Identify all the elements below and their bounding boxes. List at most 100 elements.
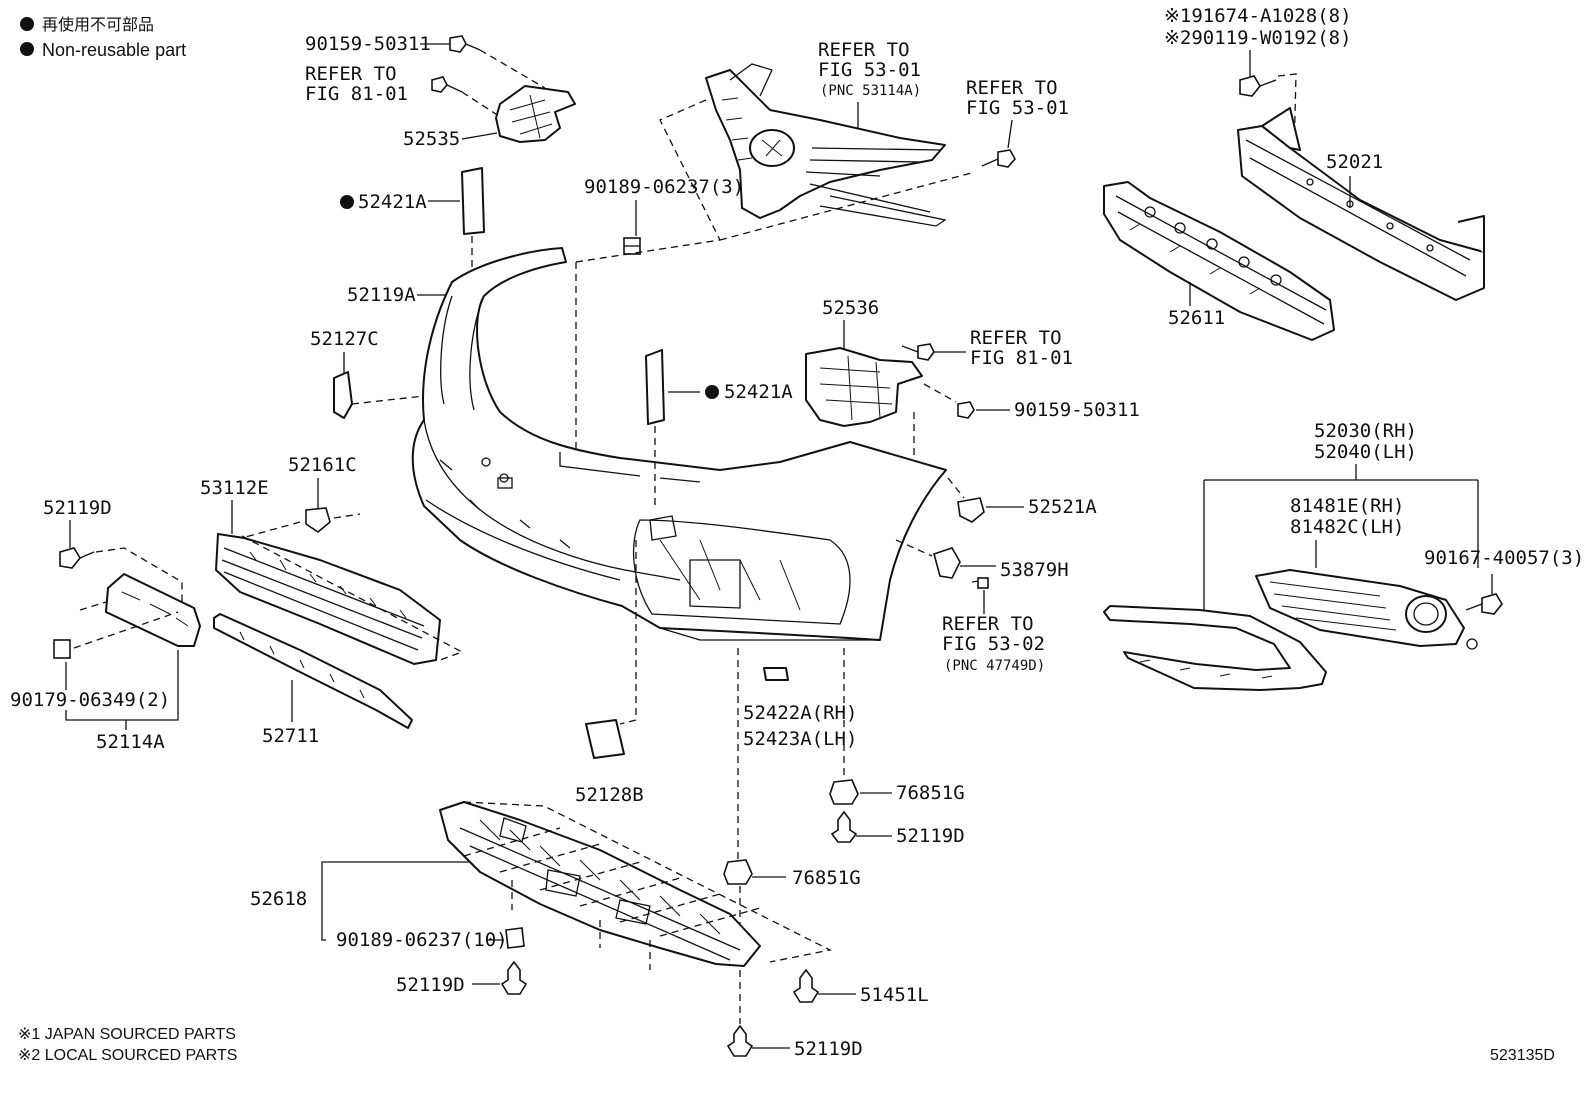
- label-52030-rh[interactable]: 52030(RH): [1314, 420, 1417, 442]
- reinforcement-52021-icon: [1237, 107, 1485, 301]
- label-refer-81-01-a: REFER TO: [305, 63, 397, 85]
- label-81481e-rh[interactable]: 81481E(RH): [1290, 495, 1404, 517]
- label-52422a-rh[interactable]: 52422A(RH): [743, 702, 857, 724]
- label-52711[interactable]: 52711: [262, 725, 319, 747]
- label-fig-53-01-a: FIG 53-01: [818, 59, 921, 81]
- label-90189-06237-10[interactable]: 90189-06237(10): [336, 929, 508, 951]
- group-center: 52421A 52128B: [575, 349, 793, 806]
- label-refer-53-01-b: REFER TO: [966, 77, 1058, 99]
- label-90159-50311-right[interactable]: 90159-50311: [1014, 399, 1140, 421]
- label-76851g-center[interactable]: 76851G: [792, 867, 861, 889]
- clip-52521a-icon: [957, 497, 985, 523]
- label-52521a[interactable]: 52521A: [1028, 496, 1097, 518]
- spacer-52421a-icon: [645, 349, 665, 425]
- fog-cover-81481e-icon: [1255, 569, 1478, 650]
- label-290119-w0192[interactable]: ※290119-W0192(8): [1164, 27, 1352, 49]
- label-52119d-bottom[interactable]: 52119D: [794, 1038, 863, 1060]
- nut-clip-icon: [623, 237, 641, 255]
- label-52618[interactable]: 52618: [250, 888, 307, 910]
- group-center-lower: 52422A(RH) 52423A(LH) 76851G 52119D 7685…: [723, 648, 965, 1060]
- label-52423a-lh[interactable]: 52423A(LH): [743, 728, 857, 750]
- footnote-local: ※2 LOCAL SOURCED PARTS: [18, 1047, 237, 1064]
- label-52021[interactable]: 52021: [1326, 151, 1383, 173]
- clip-76851g-icon: [723, 859, 753, 885]
- bracket-52535-icon: [495, 85, 576, 143]
- label-191674-a1028[interactable]: ※191674-A1028(8): [1164, 5, 1352, 27]
- group-grille: REFER TO FIG 53-01 (PNC 53114A) REFER TO…: [575, 39, 1069, 460]
- screw-52119d-icon: [726, 1024, 754, 1057]
- label-52421a-center[interactable]: 52421A: [724, 381, 793, 403]
- plate-52114a-icon: [105, 573, 201, 647]
- retainer-53879h-icon: [933, 547, 989, 589]
- group-52535: 90159-50311 REFER TO FIG 81-01 52535: [305, 33, 576, 150]
- label-refer-81-01-b: REFER TO: [970, 327, 1062, 349]
- label-52119a[interactable]: 52119A: [347, 284, 416, 306]
- diagram-id: 523135D: [1490, 1047, 1555, 1064]
- absorber-52611-icon: [1103, 181, 1335, 341]
- non-reusable-mark-icon: [340, 195, 354, 209]
- bolt-icon: [431, 76, 463, 93]
- label-81482c-lh[interactable]: 81482C(LH): [1290, 516, 1404, 538]
- label-51451l[interactable]: 51451L: [860, 984, 929, 1006]
- label-52119d-bottom-left[interactable]: 52119D: [396, 974, 465, 996]
- grille-icon: [705, 63, 947, 227]
- group-lower-grille: 52161C 53112E 52711 52119D: [10, 454, 464, 753]
- label-52119d-right[interactable]: 52119D: [896, 825, 965, 847]
- label-90167-40057-3[interactable]: 90167-40057(3): [1424, 547, 1584, 569]
- label-fig-81-01-b: FIG 81-01: [970, 347, 1073, 369]
- label-fig-81-01-a: FIG 81-01: [305, 83, 408, 105]
- group-fog-cover: 52030(RH) 52040(LH) 81481E(RH) 81482C(LH…: [1103, 420, 1584, 691]
- non-reusable-mark-icon: [705, 385, 719, 399]
- label-fig-53-02: FIG 53-02: [942, 633, 1045, 655]
- label-52161c[interactable]: 52161C: [288, 454, 357, 476]
- label-refer-53-01-a: REFER TO: [818, 39, 910, 61]
- label-52421a-left[interactable]: 52421A: [358, 191, 427, 213]
- label-53879h[interactable]: 53879H: [1000, 559, 1069, 581]
- label-52040-lh[interactable]: 52040(LH): [1314, 441, 1417, 463]
- bumper-cover-52119a-icon: [411, 247, 947, 641]
- label-90189-06237-3[interactable]: 90189-06237(3): [584, 176, 744, 198]
- label-90159-50311-top[interactable]: 90159-50311: [305, 33, 431, 55]
- group-52536: 52536 REFER TO FIG 81-01 90159-50311 525…: [805, 297, 1140, 674]
- label-52535[interactable]: 52535: [403, 128, 460, 150]
- clip-76851g-icon: [829, 779, 859, 805]
- clip-52161c-icon: [305, 507, 331, 533]
- bolt-icon: [957, 401, 975, 419]
- group-52618: 52618 90189-06237(10) 52119D 51451L: [250, 801, 929, 1006]
- label-refer-53-02: REFER TO: [942, 613, 1034, 635]
- label-52128b[interactable]: 52128B: [575, 784, 644, 806]
- label-52114a[interactable]: 52114A: [96, 731, 165, 753]
- label-52611[interactable]: 52611: [1168, 307, 1225, 329]
- spacer-52421a-icon: [461, 167, 485, 235]
- bolt-icon: [59, 547, 95, 569]
- spacer-52422a-icon: [763, 667, 789, 681]
- label-76851g-right[interactable]: 76851G: [896, 782, 965, 804]
- bullet-icon: [20, 42, 34, 56]
- group-reinforcement: ※191674-A1028(8) ※290119-W0192(8) 52021: [1103, 5, 1485, 341]
- bolt-icon: [981, 149, 1016, 168]
- legend: 再使用不可部品 Non-reusable part: [20, 16, 186, 60]
- label-fig-53-01-b: FIG 53-01: [966, 97, 1069, 119]
- label-pnc-53114a: (PNC 53114A): [820, 83, 921, 99]
- cover-52127c-icon: [333, 371, 353, 419]
- cover-52128b-icon: [585, 719, 625, 759]
- label-53112e[interactable]: 53112E: [200, 477, 269, 499]
- legend-jp: 再使用不可部品: [42, 16, 154, 34]
- footnotes: ※1 JAPAN SOURCED PARTS ※2 LOCAL SOURCED …: [18, 1026, 1555, 1064]
- nut-clip-icon: [505, 927, 525, 949]
- bracket-52536-icon: [805, 347, 923, 427]
- screw-52119d-icon: [830, 810, 858, 843]
- bolt-icon: [1239, 75, 1277, 97]
- undercover-52618-icon: [439, 801, 761, 967]
- label-90179-06349-2[interactable]: 90179-06349(2): [10, 689, 170, 711]
- molding-52711-icon: [213, 613, 413, 729]
- bolt-icon: [901, 343, 935, 361]
- label-52127c[interactable]: 52127C: [310, 328, 379, 350]
- label-52119d-left[interactable]: 52119D: [43, 497, 112, 519]
- nut-clip-icon: [53, 639, 71, 659]
- bullet-icon: [20, 17, 34, 31]
- label-52536[interactable]: 52536: [822, 297, 879, 319]
- footnote-japan: ※1 JAPAN SOURCED PARTS: [18, 1026, 236, 1043]
- screw-52119d-icon: [500, 960, 528, 995]
